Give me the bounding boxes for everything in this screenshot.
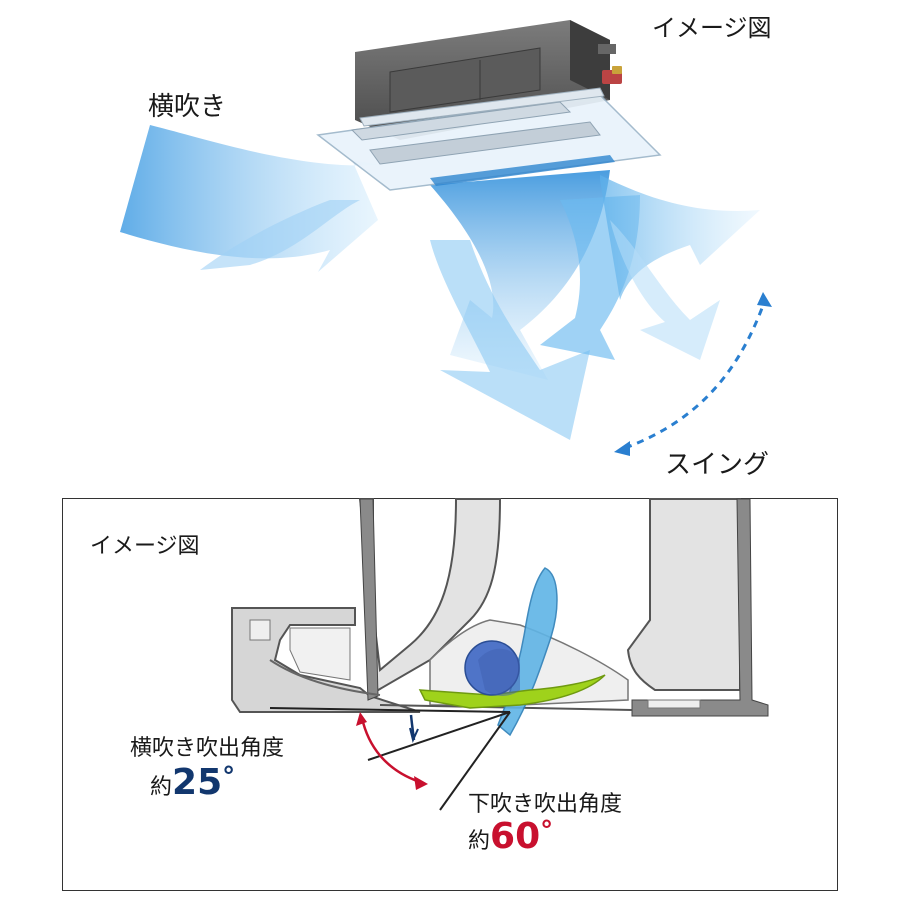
swing-label: スイング	[665, 450, 770, 480]
side-angle-unit: °	[222, 762, 236, 792]
down-angle-unit: °	[540, 816, 554, 846]
side-angle-line	[367, 711, 511, 761]
left-airflow-ribbon	[200, 200, 360, 270]
right-airflow-ribbon	[610, 220, 720, 360]
side-angle-value-group: 約25°	[150, 762, 235, 803]
down-angle-label: 下吹き吹出角度	[468, 792, 623, 817]
side-angle-label: 横吹き吹出角度	[130, 736, 285, 761]
airflow-illustration	[120, 20, 772, 456]
side-vane	[418, 674, 606, 709]
top-caption: イメージ図	[652, 14, 772, 42]
left-housing	[358, 498, 502, 695]
side-angle-prefix: 約	[150, 775, 173, 800]
cross-section-frame	[62, 498, 838, 891]
swing-arrow	[614, 292, 772, 456]
down-angle-line	[439, 711, 511, 811]
side-angle-value: 25	[172, 762, 223, 803]
bottom-caption: イメージ図	[90, 534, 200, 559]
left-airflow-arrow	[120, 125, 380, 272]
down-angle-value-group: 約60°	[468, 816, 553, 857]
down-angle-prefix: 約	[468, 829, 491, 854]
side-blow-label: 横吹き	[148, 92, 227, 122]
down-airflow-arrow-2	[430, 240, 590, 440]
cassette-unit	[316, 20, 662, 191]
down-angle-value: 60	[490, 816, 541, 857]
horizontal-reference-line	[269, 707, 511, 713]
right-housing	[626, 498, 741, 691]
down-angle-arc	[360, 717, 421, 784]
